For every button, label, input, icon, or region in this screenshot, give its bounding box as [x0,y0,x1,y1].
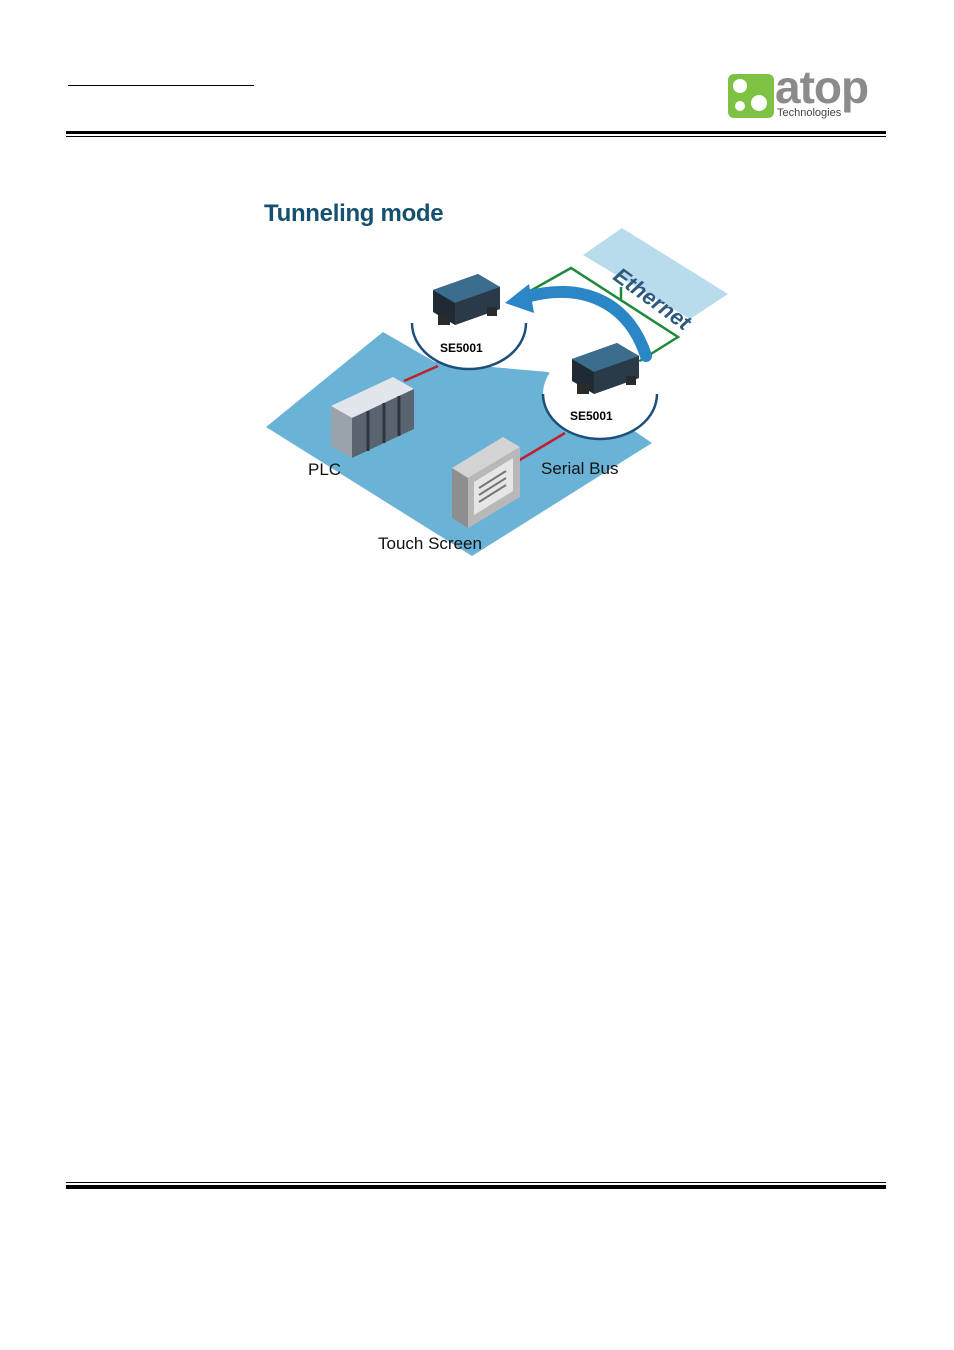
serial-bus-label: Serial Bus [541,459,619,478]
diagram-title: Tunneling mode [264,200,444,227]
footer-rule [66,1185,886,1189]
tunneling-diagram [266,228,728,556]
tunnel-arrow [520,285,652,362]
device-1 [410,274,528,371]
plc-rack-icon [331,377,414,458]
header-rule-thin [66,136,886,137]
plc-label: PLC [308,460,342,479]
device-2 [541,343,659,441]
header-short-line [68,85,254,86]
device-label-1: SE5001 [440,341,483,355]
touch-screen-icon [452,437,520,528]
serial-wire-touch [517,431,566,463]
ethernet-line [506,266,681,364]
touch-screen-label: Touch Screen [378,534,482,553]
ethernet-band [583,228,728,319]
atop-logo-icon [728,74,774,118]
device-label-2: SE5001 [570,409,613,423]
header-rule [66,131,886,134]
logo-wordmark: atop [775,61,869,113]
footer-rule-thin [66,1182,886,1183]
tunnel-arrow-head [505,284,534,313]
logo-subtitle: Technologies [777,107,842,119]
serial-wire-plc [403,364,439,383]
